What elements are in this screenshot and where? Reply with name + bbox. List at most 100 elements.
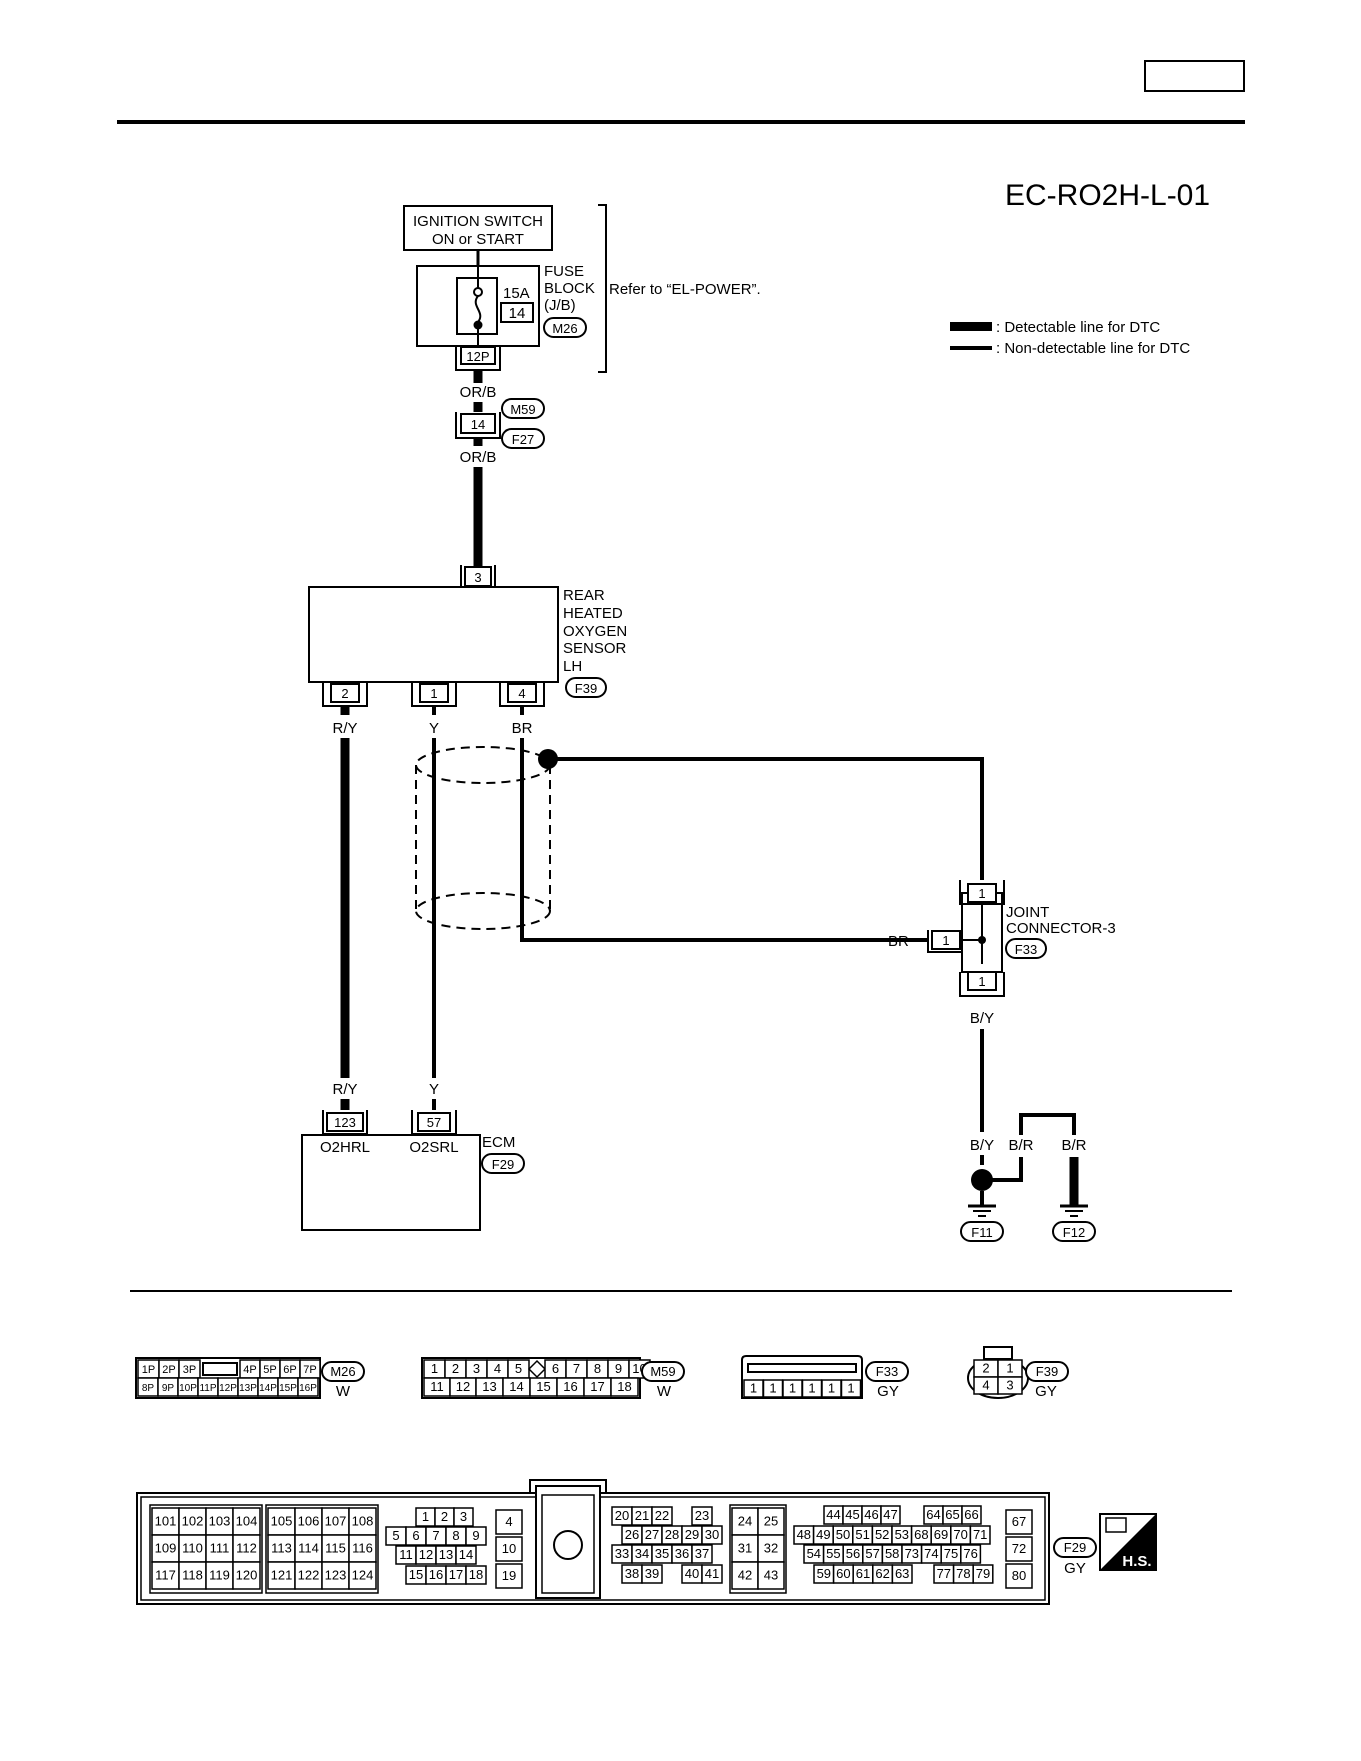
fuse-number: 14 — [509, 305, 526, 322]
f29-pin: 5 — [392, 1528, 399, 1543]
f29-pin: 75 — [944, 1546, 958, 1561]
f29-pin: 9 — [472, 1528, 479, 1543]
joint-label-1: JOINT — [1006, 904, 1049, 921]
joint-connector-id: F33 — [1015, 942, 1037, 957]
f29-pin: 45 — [845, 1507, 859, 1522]
m26-id: M26 — [330, 1364, 355, 1379]
sensor-pin-4: 4 — [518, 686, 525, 701]
f29-pin-cell — [348, 1561, 377, 1590]
f29-pin: 76 — [963, 1546, 977, 1561]
f29-pin-cell — [455, 1545, 477, 1565]
f29-pin-cell — [465, 1526, 487, 1546]
f29-pin-cell — [232, 1534, 261, 1563]
f29-pin: 80 — [1012, 1568, 1026, 1583]
f29-pin-cell — [961, 1505, 982, 1525]
m26-pin: 5P — [263, 1364, 276, 1376]
f29-pin: 15 — [409, 1567, 423, 1582]
f29-pin: 60 — [836, 1566, 850, 1581]
sensor-label-1: REAR — [563, 587, 605, 604]
f29-pin-cell — [701, 1525, 723, 1545]
f39-id-badge — [1025, 1361, 1069, 1382]
f29-pin: 119 — [209, 1568, 230, 1583]
ground-splice — [971, 1169, 993, 1191]
f29-pin: 26 — [625, 1527, 639, 1542]
f29-pin: 67 — [1012, 1514, 1026, 1529]
f29-pin-cell — [1005, 1509, 1033, 1535]
sensor-label-3: OXYGEN — [563, 623, 627, 640]
m59-id-badge — [641, 1361, 685, 1382]
f29-pin: 46 — [864, 1507, 878, 1522]
fuse-block-pin: 12P — [466, 349, 489, 364]
m59-pin: 9 — [615, 1361, 622, 1376]
f33-pin: 1 — [828, 1381, 835, 1396]
ignition-label: IGNITION SWITCH — [413, 213, 543, 230]
ground-f12: F12 — [1063, 1225, 1085, 1240]
f29-pin: 101 — [155, 1514, 177, 1529]
ecm-wire-a: R/Y — [332, 1081, 357, 1098]
sensor-pin-top: 3 — [474, 570, 481, 585]
f29-pin: 77 — [937, 1566, 951, 1581]
m26-pin: 6P — [283, 1364, 296, 1376]
f29-pin: 54 — [807, 1546, 821, 1561]
f29-pin: 30 — [705, 1527, 719, 1542]
f29-pin: 69 — [934, 1527, 948, 1542]
fuse-block-label2: BLOCK — [544, 280, 595, 297]
f29-pin: 11 — [399, 1547, 413, 1562]
f39-color: GY — [1035, 1383, 1057, 1400]
f33-latch-icon — [747, 1363, 857, 1373]
f29-pin-cell — [691, 1506, 713, 1526]
f29-pin: 14 — [459, 1547, 473, 1562]
f29-pin: 65 — [945, 1507, 959, 1522]
wire-ry-label: R/Y — [332, 720, 357, 737]
f39-latch-icon — [983, 1346, 1013, 1360]
sensor-pin-1: 1 — [430, 686, 437, 701]
f29-pin: 61 — [856, 1566, 870, 1581]
f29-pin: 48 — [797, 1527, 811, 1542]
f29-pin: 102 — [182, 1514, 204, 1529]
m59-pin: 14 — [509, 1379, 523, 1394]
m26-pin: 9P — [162, 1383, 175, 1394]
f29-pin: 62 — [875, 1566, 889, 1581]
f29-pin: 47 — [883, 1507, 897, 1522]
f29-id-badge — [1053, 1537, 1097, 1558]
m26-pin: 8P — [142, 1383, 155, 1394]
f29-pin: 19 — [502, 1568, 516, 1583]
f29-pin: 103 — [209, 1514, 231, 1529]
f39-pin: 1 — [1006, 1361, 1013, 1376]
f33-pin: 1 — [789, 1381, 796, 1396]
joint-wire-left: BR — [888, 933, 909, 950]
m59-pin: 13 — [482, 1379, 496, 1394]
f33-id-badge — [865, 1361, 909, 1382]
f29-pin: 25 — [764, 1514, 778, 1529]
shield-icon — [415, 746, 551, 930]
f29-pin-cell — [731, 1534, 759, 1563]
f29-pin: 71 — [973, 1527, 987, 1542]
f29-pin-cell — [205, 1561, 234, 1590]
f29-pin: 28 — [665, 1527, 679, 1542]
f29-pin: 74 — [924, 1546, 938, 1561]
f29-pin-cell — [232, 1507, 261, 1536]
m59-pin: 7 — [573, 1361, 580, 1376]
f29-pin: 13 — [439, 1547, 453, 1562]
f29-pin-cell — [151, 1561, 180, 1590]
f29-pin: 66 — [964, 1507, 978, 1522]
m26-pin: 12P — [219, 1383, 237, 1394]
f29-pin: 120 — [236, 1568, 258, 1583]
m26-pin: 3P — [183, 1364, 196, 1376]
f29-pin: 33 — [615, 1546, 629, 1561]
f29-pin: 22 — [655, 1508, 669, 1523]
f33-color: GY — [877, 1383, 899, 1400]
f29-pin: 124 — [352, 1568, 374, 1583]
harness-badge-label: H.S. — [1122, 1553, 1151, 1570]
f29-pin-cell — [321, 1561, 350, 1590]
f29-pin: 8 — [452, 1528, 459, 1543]
f29-pin: 41 — [705, 1566, 719, 1581]
f29-pin: 106 — [298, 1514, 320, 1529]
ecm-wire-b: Y — [429, 1081, 439, 1098]
f29-pin-cell — [1005, 1563, 1033, 1589]
f29-pin: 123 — [325, 1568, 347, 1583]
m26-latch-icon — [202, 1362, 238, 1376]
f29-pin: 18 — [469, 1567, 483, 1582]
f29-pin: 53 — [895, 1527, 909, 1542]
